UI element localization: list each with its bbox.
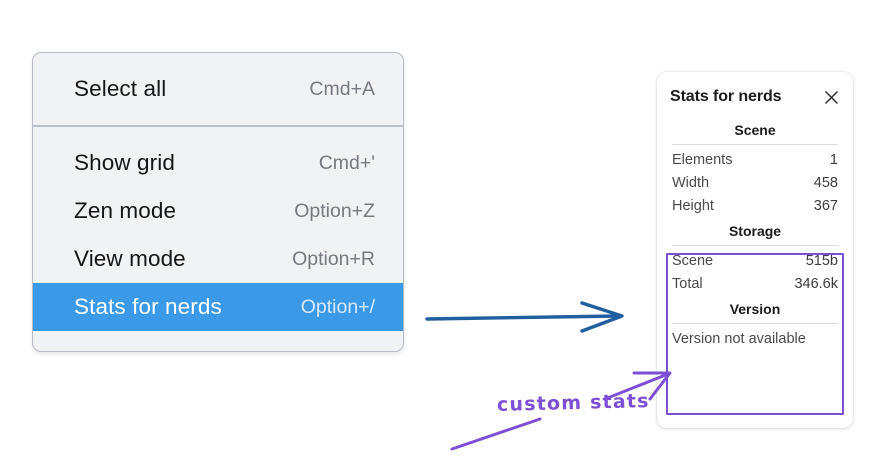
menu-item-label: View mode <box>74 246 186 271</box>
stats-row-elements: Elements 1 <box>670 148 840 171</box>
menu-item-label: Show grid <box>74 150 175 175</box>
menu-group-1: Select all Cmd+A <box>33 65 403 113</box>
stats-row-version-value: Version not available <box>672 331 806 347</box>
canvas-context-menu[interactable]: Select all Cmd+A Show grid Cmd+' Zen mod… <box>32 52 404 352</box>
menu-separator <box>33 125 403 127</box>
menu-item-show-grid[interactable]: Show grid Cmd+' <box>33 139 403 187</box>
stats-row-key: Total <box>672 275 703 292</box>
menu-top-padding <box>33 53 403 65</box>
stats-section-storage: Storage Scene 515b Total 346.6k <box>670 217 840 295</box>
menu-item-shortcut: Option+R <box>292 247 375 270</box>
section-divider <box>672 144 838 145</box>
stats-row-storage-total: Total 346.6k <box>670 272 840 295</box>
stats-section-version: Version Version not available <box>670 295 840 351</box>
section-heading: Scene <box>734 122 776 138</box>
stats-row-storage-scene: Scene 515b <box>670 249 840 272</box>
menu-item-label: Select all <box>74 76 167 101</box>
section-heading: Storage <box>728 223 782 239</box>
menu-item-zen-mode[interactable]: Zen mode Option+Z <box>33 187 403 235</box>
section-divider <box>672 245 838 246</box>
stats-row-key: Height <box>672 197 714 214</box>
menu-item-shortcut: Cmd+A <box>309 77 375 100</box>
stats-panel-header: Stats for nerds <box>670 84 840 110</box>
stats-row-width: Width 458 <box>670 171 840 194</box>
menu-item-shortcut: Option+/ <box>300 295 375 318</box>
stats-row-value: 367 <box>813 197 838 214</box>
purple-underline-annotation <box>450 417 542 451</box>
menu-group-2: Show grid Cmd+' Zen mode Option+Z View m… <box>33 139 403 331</box>
stats-row-value: 458 <box>813 174 838 191</box>
stats-row-value: 346.6k <box>794 275 838 292</box>
menu-group-2-top-padding <box>33 127 403 139</box>
section-divider <box>672 323 838 324</box>
menu-group-1-bottom-padding <box>33 113 403 125</box>
blue-arrow-annotation <box>425 301 624 333</box>
stats-row-value: 515b <box>805 252 838 269</box>
menu-item-label: Stats for nerds <box>74 294 222 319</box>
annotation-note-custom-stats: custom stats <box>496 390 650 416</box>
stats-for-nerds-panel[interactable]: Stats for nerds Scene Elements 1 Width 4… <box>657 72 853 428</box>
section-heading: Version <box>729 301 781 317</box>
stats-row-height: Height 367 <box>670 194 840 217</box>
menu-item-stats-for-nerds[interactable]: Stats for nerds Option+/ <box>33 283 403 331</box>
menu-item-view-mode[interactable]: View mode Option+R <box>33 235 403 283</box>
stats-section-scene: Scene Elements 1 Width 458 Height 367 <box>670 116 840 217</box>
close-icon[interactable] <box>822 88 840 106</box>
menu-item-select-all[interactable]: Select all Cmd+A <box>33 65 403 113</box>
stats-panel-title: Stats for nerds <box>670 88 782 105</box>
menu-item-shortcut: Cmd+' <box>318 151 375 174</box>
stats-row-key: Scene <box>672 252 714 269</box>
menu-item-label: Zen mode <box>74 198 177 223</box>
stats-row-key: Elements <box>672 151 733 168</box>
menu-item-shortcut: Option+Z <box>294 199 375 222</box>
stats-row-key: Width <box>672 174 710 191</box>
stats-row-value: 1 <box>829 151 838 168</box>
